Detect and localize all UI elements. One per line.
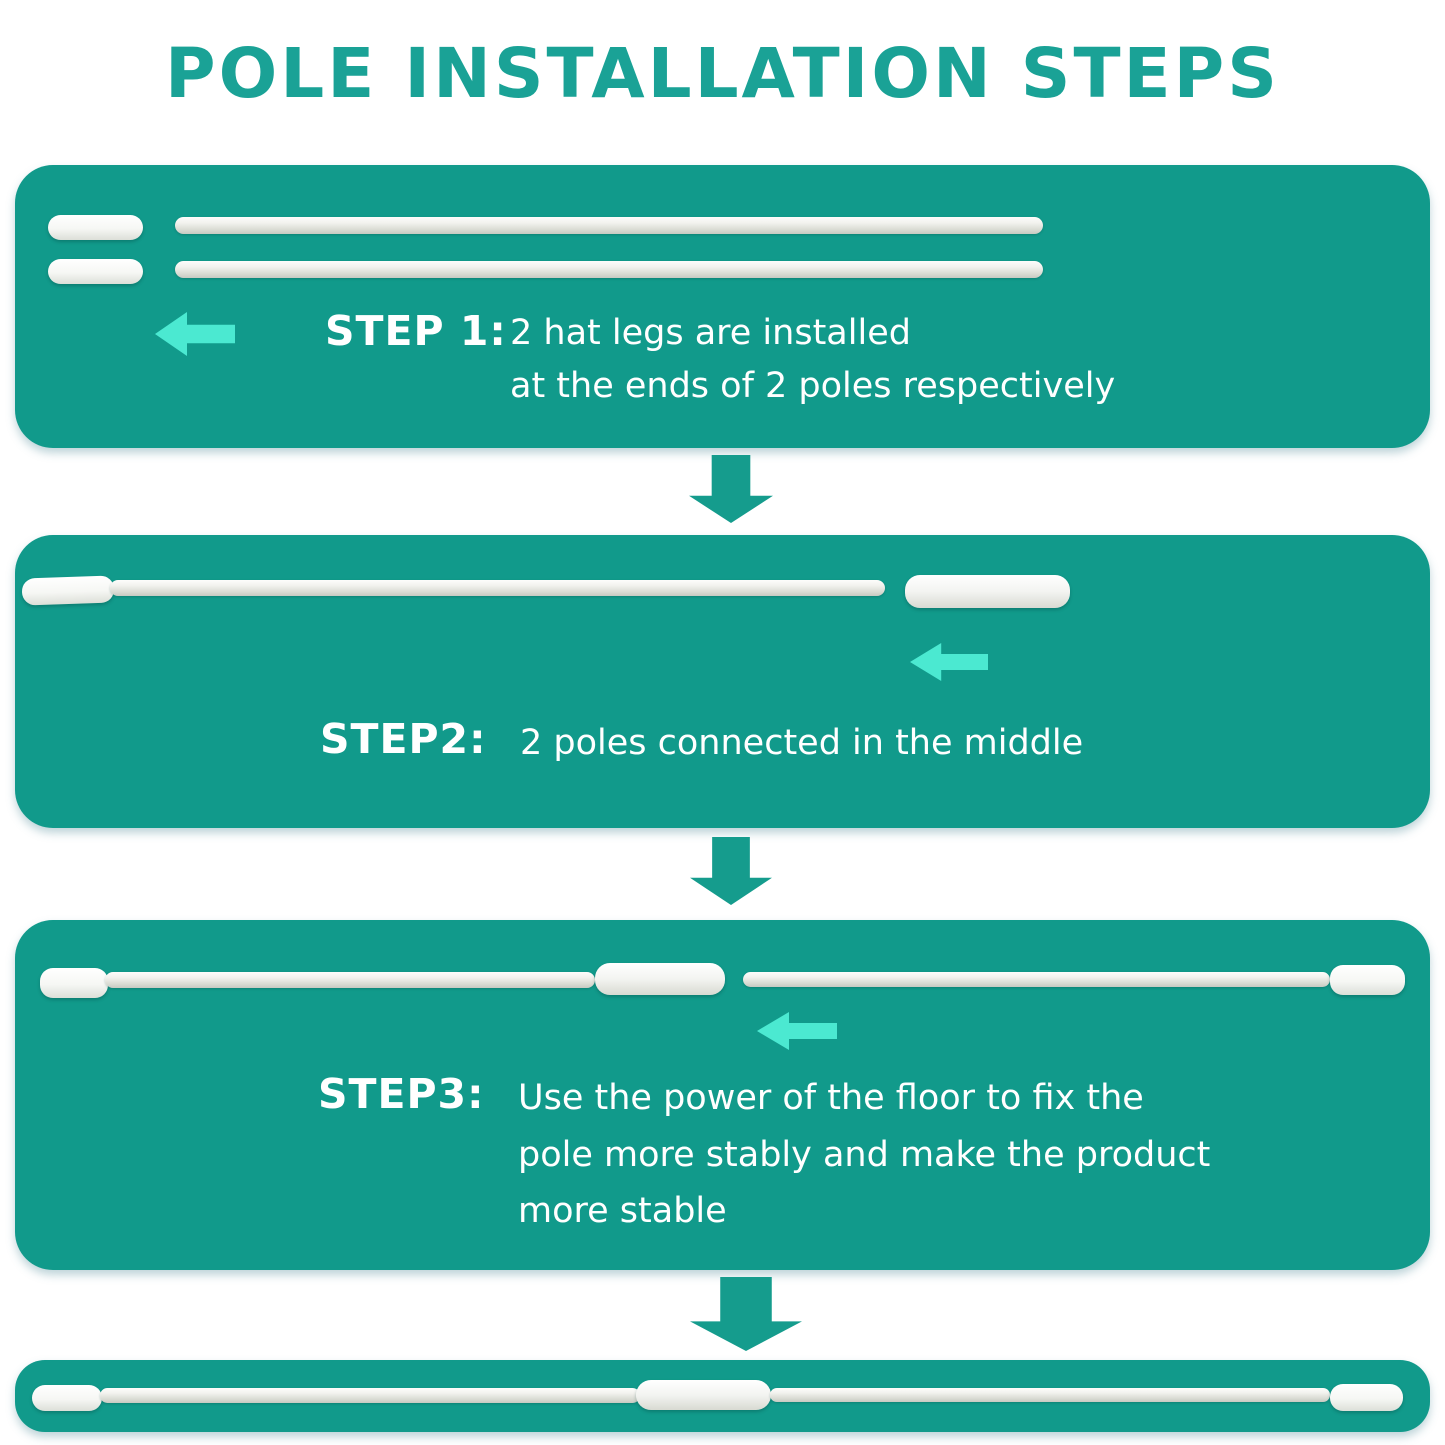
pole (770, 1388, 1330, 1402)
hat-leg-cap (21, 575, 115, 606)
step-1-line-2: at the ends of 2 poles respectively (510, 365, 1116, 406)
hat-leg-cap (1330, 1384, 1403, 1411)
pole-connector (636, 1380, 771, 1410)
hat-leg-cap (48, 259, 143, 284)
step-1-description: 2 hat legs are installed at the ends of … (510, 307, 1115, 412)
step-2-line-1: 2 poles connected in the middle (520, 723, 1084, 763)
hat-leg-cap (32, 1385, 102, 1411)
step-3-line-3: more stable (518, 1191, 727, 1232)
step-3-panel: STEP3: Use the power of the floor to fix… (15, 920, 1430, 1270)
left-arrow-icon (910, 643, 988, 681)
step-3-label: STEP3: (318, 1070, 485, 1118)
step-2-label: STEP2: (320, 715, 487, 763)
pole-connector (905, 575, 1070, 608)
down-arrow-icon (690, 1277, 802, 1351)
step-3-description: Use the power of the floor to fix the po… (518, 1070, 1210, 1240)
down-arrow-icon (689, 455, 773, 523)
page-title: POLE INSTALLATION STEPS (165, 34, 1280, 114)
pole-connector (595, 963, 725, 995)
down-arrow-icon (690, 837, 772, 905)
pole (110, 580, 885, 596)
left-arrow-icon (155, 312, 235, 356)
pole (175, 261, 1043, 278)
step-3-line-1: Use the power of the floor to fix the (518, 1078, 1144, 1118)
left-arrow-icon (757, 1012, 837, 1050)
step-2-description: 2 poles connected in the middle (520, 717, 1083, 770)
pole (175, 217, 1043, 234)
step-1-panel: STEP 1: 2 hat legs are installed at the … (15, 165, 1430, 448)
hat-leg-cap (48, 215, 143, 240)
step-2-panel: STEP2: 2 poles connected in the middle (15, 535, 1430, 828)
pole (105, 972, 595, 988)
hat-leg-cap (1330, 965, 1405, 995)
pole (743, 972, 1330, 987)
step-3-line-2: pole more stably and make the product (518, 1134, 1211, 1175)
assembled-pole-panel (15, 1360, 1430, 1432)
hat-leg-cap (40, 968, 108, 998)
step-1-label: STEP 1: (325, 307, 507, 355)
step-1-line-1: 2 hat legs are installed (510, 313, 911, 353)
pole (100, 1388, 640, 1403)
